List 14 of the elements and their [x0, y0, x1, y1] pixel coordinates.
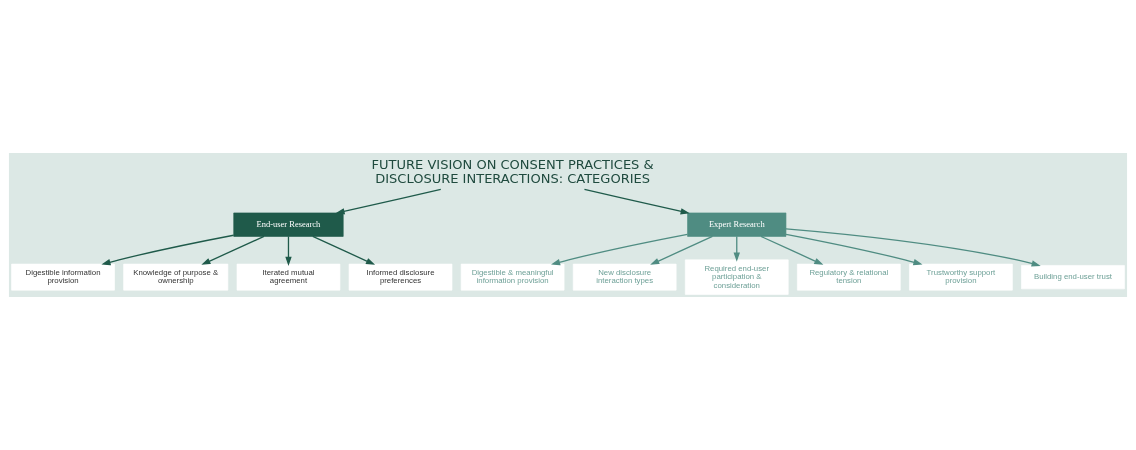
arrow	[785, 233, 923, 266]
arrow	[583, 188, 690, 215]
arrow	[312, 235, 376, 265]
arrow	[760, 235, 824, 265]
arrow	[551, 233, 689, 266]
arrow	[101, 234, 235, 266]
node-text: FUTURE VISION ON CONSENT PRACTICES & DISCLOSURE INTERACTIONS: CATEGORIES	[371, 156, 654, 186]
arrow	[335, 188, 442, 215]
arrow	[201, 235, 265, 265]
arrow	[785, 228, 1041, 267]
arrow	[650, 235, 714, 265]
node-box: End-user Research	[233, 212, 344, 237]
node-box: Expert Research	[687, 212, 787, 237]
arrow	[285, 235, 292, 266]
